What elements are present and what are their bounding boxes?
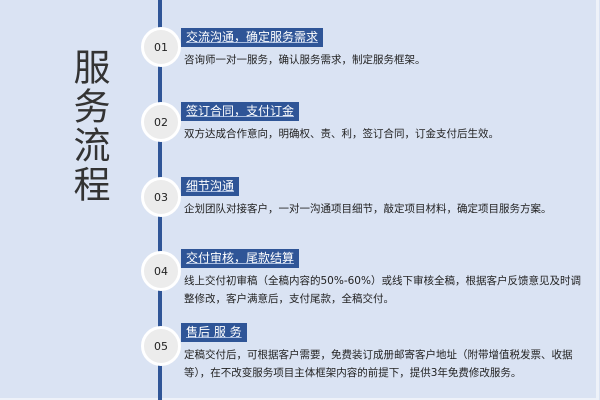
step-number: 03 [141, 177, 181, 217]
step-heading: 签订合同，支付订金 [181, 102, 300, 121]
step-description: 企划团队对接客户，一对一沟通项目细节，敲定项目材料，确定项目服务方案。 [184, 203, 552, 215]
step-description: 咨询师一对一服务，确认服务需求，制定服务框架。 [184, 54, 426, 66]
step-heading: 细节沟通 [181, 177, 240, 196]
page-title: 服务流程 [67, 48, 110, 204]
step-number: 05 [141, 326, 181, 366]
step-number: 02 [141, 102, 181, 142]
step-heading: 售后 服 务 [181, 323, 247, 342]
step-description: 线上交付初审稿（全稿内容的50%-60%）或线下审核全稿，根据客户反馈意见及时调… [184, 275, 581, 305]
step-number: 01 [141, 27, 181, 67]
step-heading: 交流沟通，确定服务需求 [181, 28, 324, 47]
step-number: 04 [141, 251, 181, 291]
step-heading: 交付审核，尾款结算 [181, 249, 300, 268]
step-description: 定稿交付后，可根据客户需要，免费装订成册邮寄客户地址（附带增值税发票、收据等），… [184, 349, 573, 379]
step-description: 双方达成合作意向，明确权、责、利，签订合同，订金支付后生效。 [184, 128, 499, 140]
